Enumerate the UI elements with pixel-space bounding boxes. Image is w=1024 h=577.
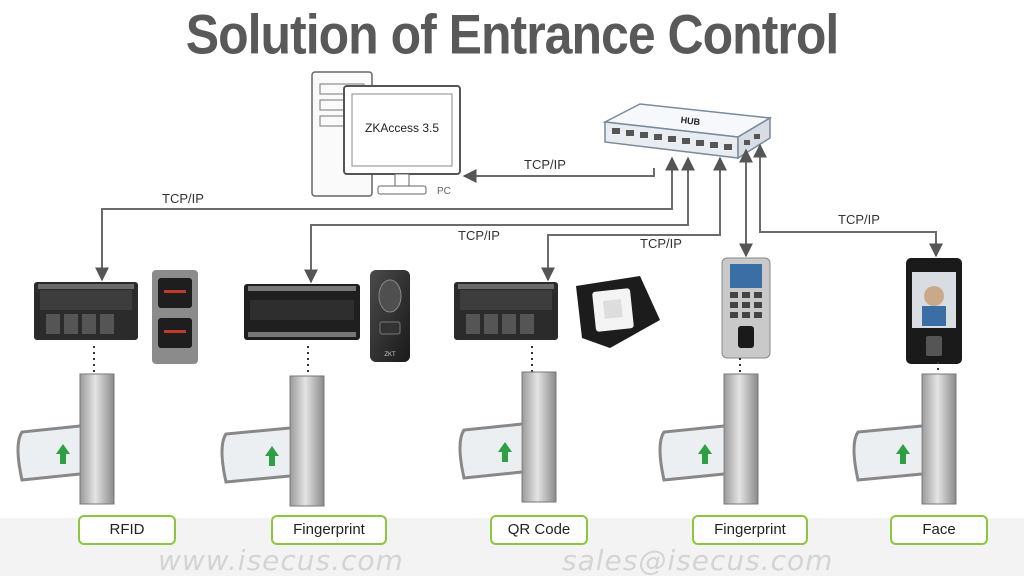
pc-computer: ZKAccess 3.5 PC xyxy=(311,71,461,197)
board-turnstile-connectors xyxy=(93,346,939,376)
device-label-qr-code: QR Code xyxy=(490,515,588,545)
pc-screen xyxy=(351,93,453,167)
turnstile-5 xyxy=(852,373,957,505)
pc-label: PC xyxy=(437,186,451,197)
controller-board-2 xyxy=(244,284,360,340)
fingerprint-keypad-terminal xyxy=(721,257,771,359)
controller-board-3 xyxy=(454,282,558,340)
svg-text:ZKT: ZKT xyxy=(384,352,396,358)
monitor-base xyxy=(377,185,427,195)
qr-code-reader xyxy=(576,276,660,348)
device-label-fingerprint-1: Fingerprint xyxy=(271,515,387,545)
device-label-rfid: RFID xyxy=(78,515,176,545)
turnstile-2 xyxy=(220,375,325,507)
tcpip-label-face: TCP/IP xyxy=(838,212,880,227)
connection-lines xyxy=(95,143,943,284)
tcpip-label-pc: TCP/IP xyxy=(524,157,566,172)
device-label-face: Face xyxy=(890,515,988,545)
hub-ports xyxy=(612,128,760,150)
turnstile-1 xyxy=(16,373,115,505)
link-qrcode xyxy=(541,156,727,282)
pc-screen-text: ZKAccess 3.5 xyxy=(365,121,439,135)
tcpip-label-fingerprint1: TCP/IP xyxy=(458,228,500,243)
footer-email: sales@isecus.com xyxy=(562,544,834,577)
link-face xyxy=(753,143,943,258)
hub-label: HUB xyxy=(680,115,701,127)
face-recognition-terminal xyxy=(906,258,962,364)
turnstile-4 xyxy=(658,373,759,505)
rfid-reader xyxy=(152,270,198,364)
footer-website: www.isecus.com xyxy=(158,544,404,577)
controller-board-1 xyxy=(34,282,138,340)
tcpip-label-rfid: TCP/IP xyxy=(162,191,204,206)
page-title: Solution of Entrance Control xyxy=(185,3,840,66)
fingerprint-reader-1: ZKT xyxy=(370,270,410,362)
tcpip-label-qrcode: TCP/IP xyxy=(640,236,682,251)
network-hub: HUB xyxy=(602,103,773,160)
turnstile-3 xyxy=(458,371,557,503)
device-label-fingerprint-2: Fingerprint xyxy=(692,515,808,545)
monitor-neck xyxy=(394,173,410,187)
